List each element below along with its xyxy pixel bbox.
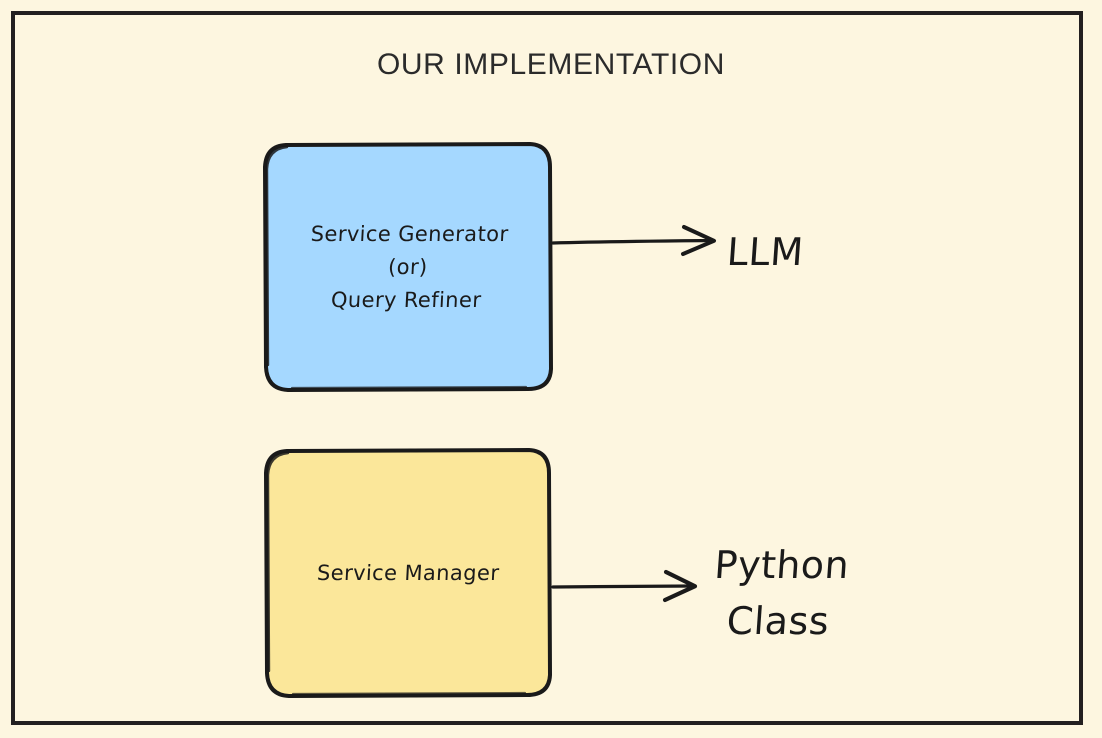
node-service-generator-label: Service Generator (or) Query Refiner xyxy=(310,221,510,312)
node-service-manager[interactable]: Service Manager xyxy=(263,447,553,699)
edge-label-python-class: Python Class xyxy=(713,543,851,643)
node-service-generator[interactable]: Service Generator (or) Query Refiner xyxy=(262,141,554,393)
node-service-manager-label: Service Manager xyxy=(316,560,500,585)
diagram-title: OUR IMPLEMENTATION xyxy=(376,48,726,81)
node-service-manager-shape xyxy=(264,448,552,698)
node-service-generator-shape xyxy=(263,142,553,392)
edge-label-llm: LLM xyxy=(725,230,806,274)
